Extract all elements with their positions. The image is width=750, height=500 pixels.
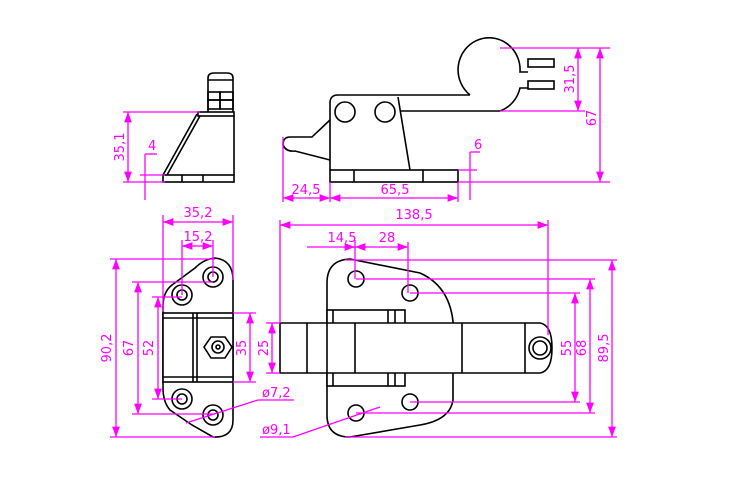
dim-width: 35,2 (184, 206, 213, 221)
dim-block-height: 35 (235, 340, 250, 357)
dim-hole-diameter: ø7,2 (262, 386, 291, 401)
side-view: 35,1 4 (113, 72, 235, 200)
dim-hole-spacing: 15,2 (184, 230, 213, 245)
dim-height-total: 67 (585, 110, 600, 127)
dim-base-lip: 6 (474, 138, 482, 153)
dim-height-total: 90,2 (100, 334, 115, 363)
dim-hole-diameter: ø9,1 (262, 423, 291, 438)
dim-plate-height: 89,5 (597, 334, 612, 363)
dim-hole-pitch-inner: 52 (142, 340, 157, 357)
dim-hole-spacing: 28 (379, 231, 396, 246)
dim-hole-pitch-inner: 55 (560, 340, 575, 357)
front-view: 24,5 65,5 6 67 31,5 (282, 36, 610, 202)
dim-offset: 4 (148, 139, 156, 154)
dim-bar-width: 25 (257, 340, 272, 357)
plan-view: 138,5 14,5 28 25 55 68 89,5 ø9,1 (257, 208, 617, 438)
end-view: 35,2 15,2 90,2 67 52 35 ø7,2 (100, 206, 294, 438)
dim-overall-length: 138,5 (395, 208, 432, 223)
dim-handle-ring: 31,5 (563, 65, 578, 94)
dim-height: 35,1 (113, 133, 128, 162)
dim-offset: 14,5 (328, 231, 357, 246)
dim-base-length: 65,5 (381, 183, 410, 198)
dim-hole-pitch-outer: 68 (575, 340, 590, 357)
dim-hole-pitch-outer: 67 (122, 340, 137, 357)
dim-nose-length: 24,5 (292, 183, 321, 198)
